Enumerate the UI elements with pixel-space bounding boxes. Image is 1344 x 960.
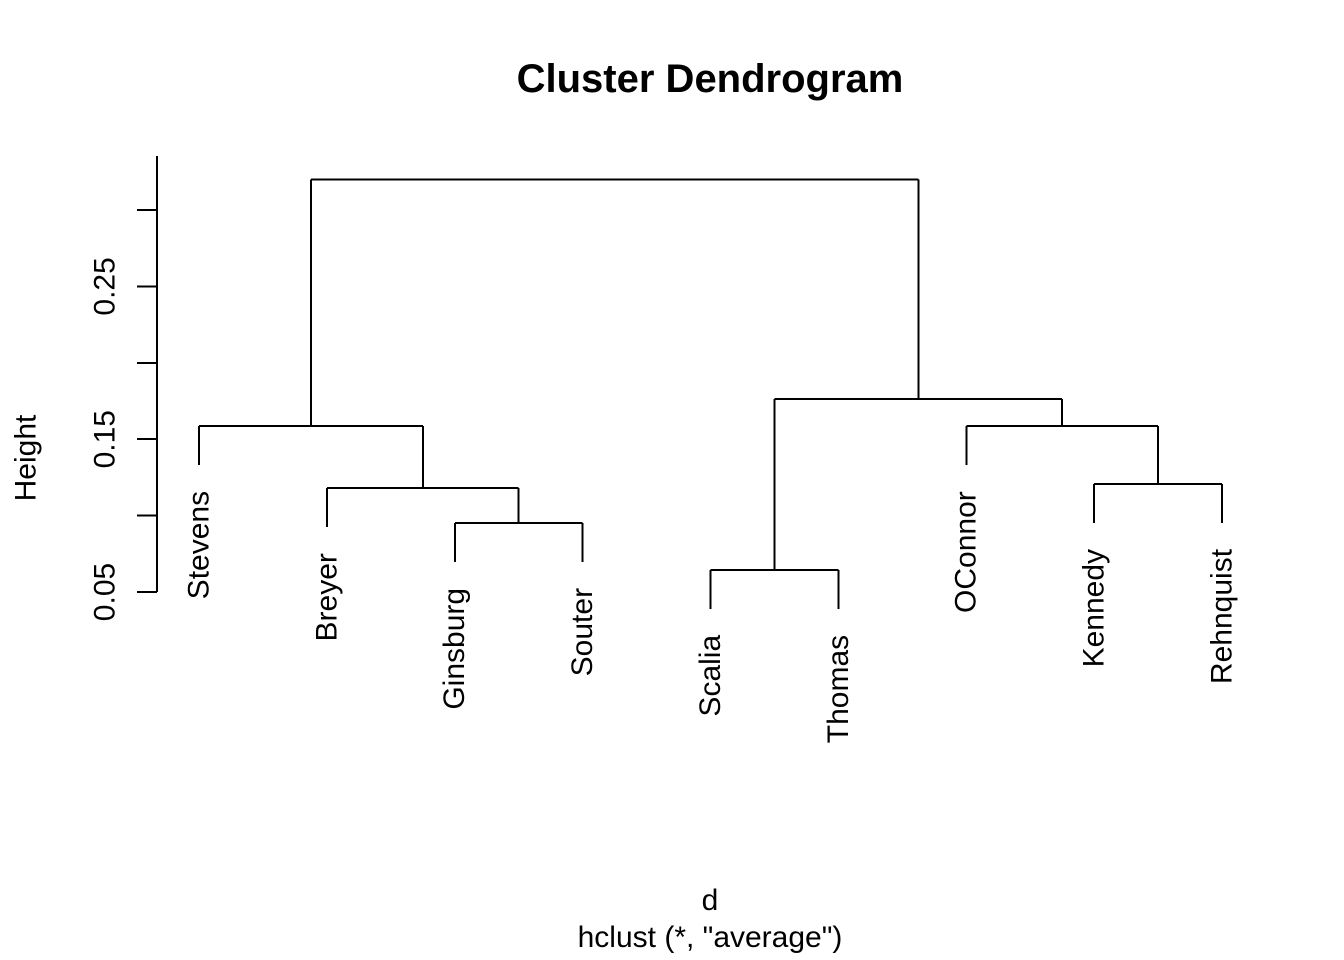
- y-tick-label: 0.15: [89, 410, 122, 468]
- y-tick-label: 0.05: [89, 563, 122, 621]
- leaf-label-thomas: Thomas: [822, 635, 855, 743]
- leaf-label-stevens: Stevens: [183, 491, 216, 599]
- y-axis-label: Height: [10, 414, 43, 501]
- x-axis-label: d: [702, 884, 719, 917]
- y-axis: 0.05 0.15 0.25: [89, 155, 158, 621]
- leaf-labels: Scalia Thomas Ginsburg Souter Breyer Kennedy R…: [183, 491, 1239, 743]
- leaf-label-kennedy: Kennedy: [1078, 549, 1111, 667]
- dendrogram-tree: [198, 178, 1223, 609]
- plot-title: Cluster Dendrogram: [517, 57, 904, 101]
- leaf-label-ginsburg: Ginsburg: [438, 588, 471, 710]
- leaf-label-souter: Souter: [566, 588, 599, 676]
- y-tick-label: 0.25: [89, 257, 122, 315]
- leaf-label-scalia: Scalia: [694, 635, 727, 717]
- plot-subtitle: hclust (*, "average"): [578, 921, 843, 954]
- leaf-label-breyer: Breyer: [310, 553, 343, 641]
- leaf-label-rehnquist: Rehnquist: [1206, 548, 1239, 684]
- leaf-label-oconnor: OConnor: [950, 491, 983, 613]
